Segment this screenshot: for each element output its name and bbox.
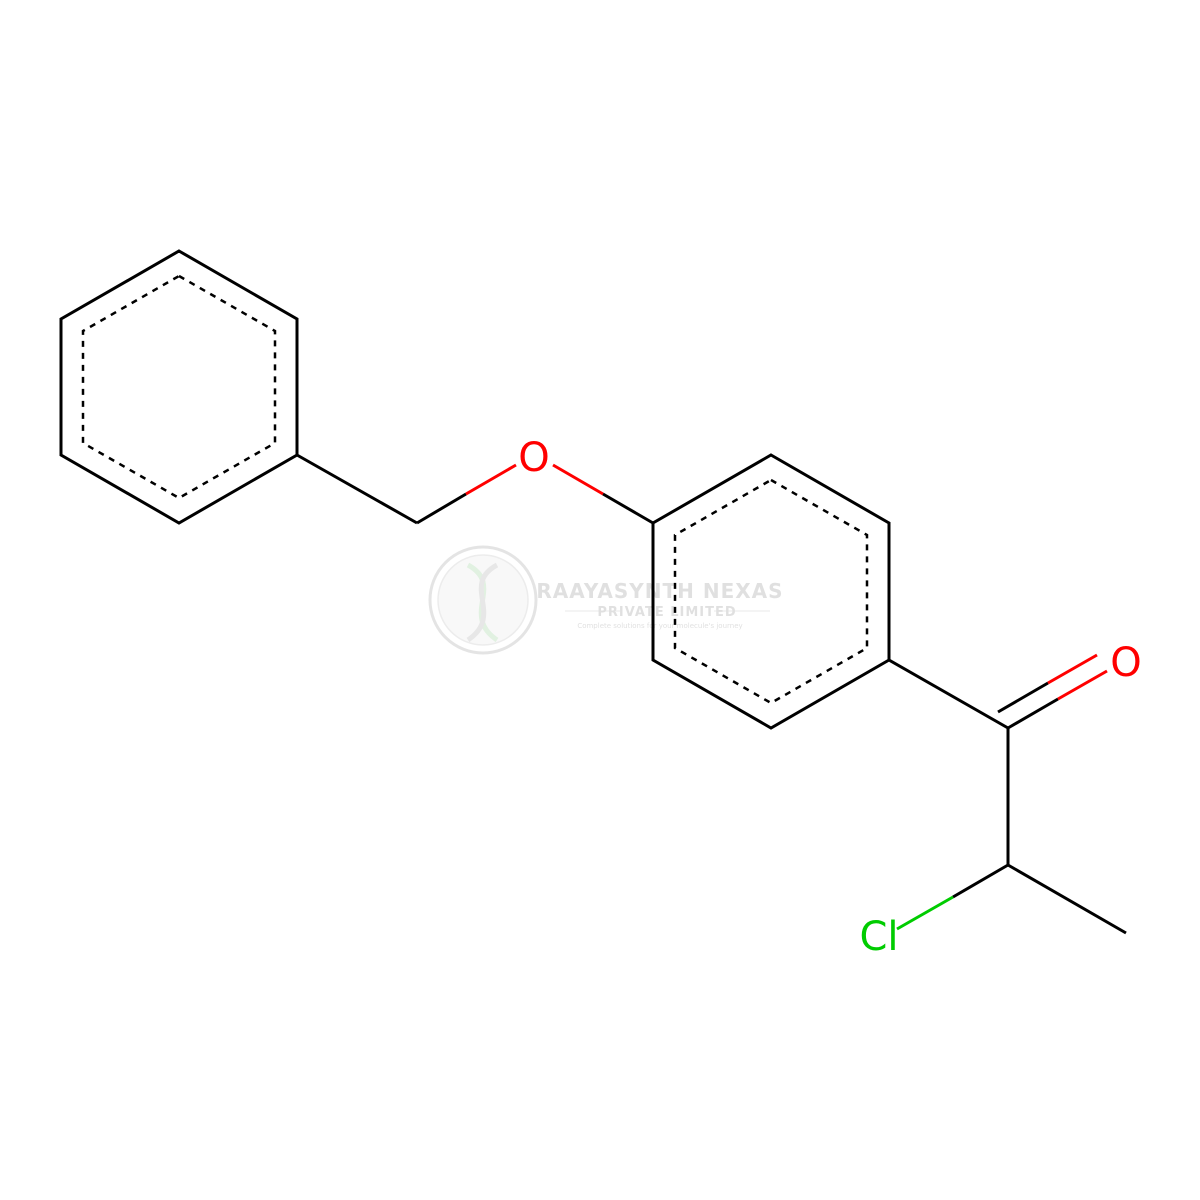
bond-alpha-methyl xyxy=(1007,863,1127,935)
benzyl-ring-aromatic xyxy=(81,274,277,500)
benzyl-ring-outer xyxy=(59,249,299,525)
atom-ether-oxygen: O xyxy=(518,435,549,481)
watermark-title: RAAYASYNTH NEXAS xyxy=(536,579,783,603)
bond-co-a-red xyxy=(1057,669,1108,701)
watermark-tagline: Complete solutions for your molecule's j… xyxy=(577,622,742,630)
carbonyl-group xyxy=(888,653,1108,730)
benzyl-ring xyxy=(59,249,299,525)
watermark-logo-helix-b xyxy=(466,562,499,643)
watermark-subtitle: PRIVATE LIMITED xyxy=(597,605,736,620)
watermark-logo-ring xyxy=(428,545,538,655)
phenyl-ring xyxy=(651,453,891,730)
bond-ring-ch2 xyxy=(296,453,418,525)
bond-alpha-cl-dark xyxy=(952,863,1009,899)
atom-chlorine: Cl xyxy=(859,914,898,960)
bond-ch2-o-red xyxy=(465,463,517,496)
bond-o-ring-red xyxy=(552,463,604,496)
atom-carbonyl-oxygen: O xyxy=(1110,640,1141,686)
bond-o-ring-dark xyxy=(602,492,654,525)
chloroethyl-group xyxy=(896,728,1127,935)
bond-co-b-red xyxy=(1047,653,1098,685)
ether-linkage xyxy=(296,453,654,525)
phenyl-ring-aromatic xyxy=(673,478,869,705)
phenyl-ring-outer xyxy=(651,453,891,730)
bond-alpha-cl-green xyxy=(896,895,954,931)
bond-co-b-dark xyxy=(997,681,1049,714)
watermark: RAAYASYNTH NEXAS PRIVATE LIMITED Complet… xyxy=(428,545,783,655)
bond-ring-carbonyl xyxy=(888,658,1009,730)
bond-ch2-o-dark xyxy=(416,492,467,525)
bond-co-a-dark xyxy=(1007,697,1059,730)
